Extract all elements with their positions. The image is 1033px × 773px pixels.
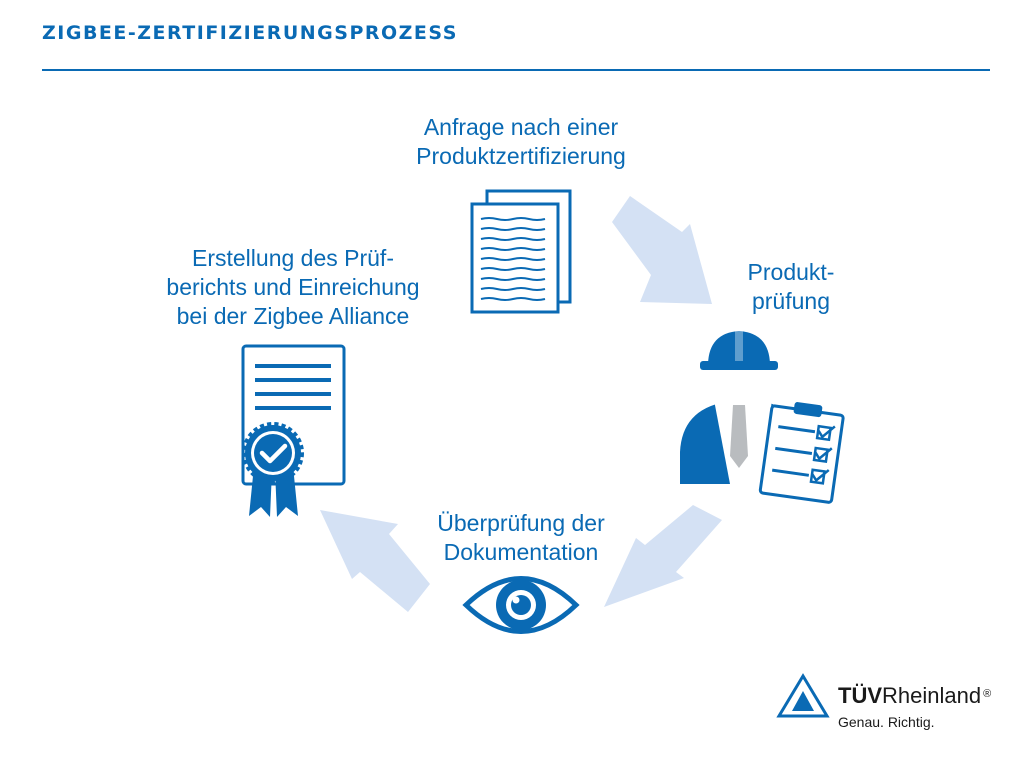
brand-name: TÜVRheinland® bbox=[838, 683, 991, 709]
step-report-line3: bei der Zigbee Alliance bbox=[176, 303, 410, 329]
step-label-report: Erstellung des Prüf- berichts und Einrei… bbox=[143, 244, 443, 331]
inspector-with-checklist-icon bbox=[680, 331, 845, 504]
brand-name-regular: Rheinland bbox=[882, 683, 982, 708]
brand-tagline: Genau. Richtig. bbox=[838, 714, 935, 730]
brand-registered-mark: ® bbox=[983, 688, 992, 700]
arrow-review-to-report bbox=[320, 510, 430, 612]
eye-icon bbox=[462, 576, 580, 634]
certificate-icon bbox=[241, 344, 346, 517]
step-testing-line1: Produkt- bbox=[747, 259, 835, 285]
title-divider bbox=[42, 69, 990, 71]
step-request-line2: Produktzertifizierung bbox=[416, 143, 626, 169]
arrow-testing-to-review bbox=[604, 505, 722, 607]
arrow-request-to-testing bbox=[612, 196, 712, 304]
step-request-line1: Anfrage nach einer bbox=[423, 114, 619, 140]
step-label-testing: Produkt- prüfung bbox=[726, 258, 856, 316]
page-title: ZIGBEE-ZERTIFIZIERUNGSPROZESS bbox=[42, 22, 458, 44]
cycle-arrow-icon bbox=[320, 196, 722, 612]
step-review-line2: Dokumentation bbox=[443, 539, 599, 565]
brand-logo: TÜVRheinland® Genau. Richtig. bbox=[838, 683, 991, 731]
tuv-logo-icon bbox=[776, 673, 830, 718]
step-report-line1: Erstellung des Prüf- bbox=[192, 245, 394, 271]
step-report-line2: berichts und Einreichung bbox=[166, 274, 420, 300]
step-label-review: Überprüfung der Dokumentation bbox=[401, 509, 641, 567]
step-testing-line2: prüfung bbox=[751, 288, 830, 314]
step-review-line1: Überprüfung der bbox=[437, 510, 605, 536]
documents-icon bbox=[470, 189, 572, 314]
step-label-request: Anfrage nach einer Produktzertifizierung bbox=[388, 113, 654, 171]
brand-name-bold: TÜV bbox=[838, 683, 882, 708]
